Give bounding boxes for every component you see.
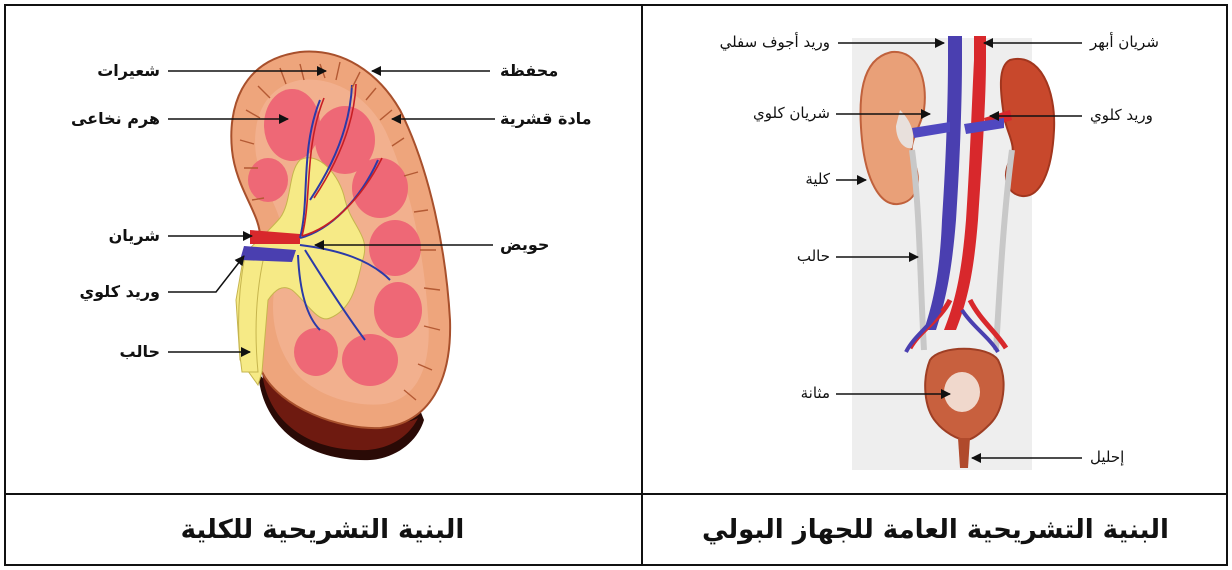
urinary-system-drawing — [852, 36, 1054, 470]
label-inferior-vena-cava: وريد أجوف سفلي — [720, 33, 830, 51]
arrow-renal-vein — [168, 256, 244, 292]
caption-urinary-system: البنية التشريحية العامة للجهاز البولي — [645, 500, 1226, 560]
label-ureter-right: حالب — [797, 247, 830, 265]
label-renal-artery: شريان كلوي — [753, 104, 830, 122]
pyramid — [374, 282, 422, 338]
label-aorta: شريان أبهر — [1090, 33, 1159, 51]
pyramid — [294, 328, 338, 376]
kidney-section-drawing — [231, 52, 450, 461]
label-ureter: حالب — [120, 342, 160, 361]
label-urethra: إحليل — [1090, 448, 1124, 466]
label-renal-vein-right: وريد كلوي — [1090, 106, 1153, 124]
caption-kidney-structure: البنية التشريحية للكلية — [6, 500, 639, 560]
label-pelvis: حويض — [500, 235, 549, 254]
urethra-tube — [958, 438, 970, 468]
label-bladder: مثانة — [801, 384, 830, 402]
label-kidney: كلية — [805, 170, 830, 188]
pyramid — [248, 158, 288, 202]
label-medullary-pyramid: هرم نخاعى — [71, 109, 160, 128]
label-artery: شريان — [109, 226, 160, 245]
label-cortex: مادة قشرية — [500, 109, 592, 128]
pyramid — [369, 220, 421, 276]
pyramid — [352, 158, 408, 218]
pyramid — [342, 334, 398, 386]
label-capillaries: شعيرات — [97, 61, 160, 80]
label-renal-vein: وريد كلوي — [79, 282, 160, 301]
label-capsule: محفظة — [500, 61, 558, 80]
bladder-inner — [944, 372, 980, 412]
